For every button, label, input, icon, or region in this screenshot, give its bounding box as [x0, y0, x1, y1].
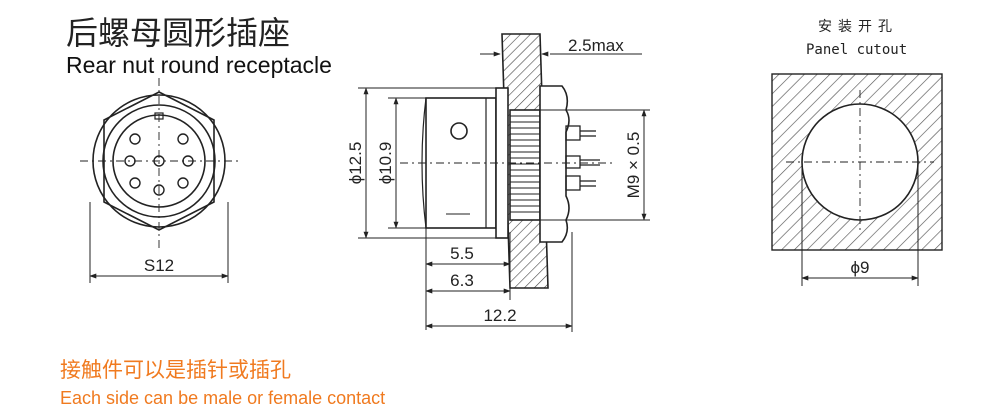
outer-diameter-label: ϕ12.5 [346, 142, 365, 185]
front-view [80, 78, 238, 283]
panel-cutout-title-english: Panel cutout [806, 42, 908, 58]
thread-label: M9 × 0.5 [624, 132, 643, 199]
title-english: Rear nut round receptacle [66, 52, 332, 78]
side-dimensions [358, 51, 650, 332]
thread-lines [510, 115, 540, 213]
solder-cup [565, 125, 581, 141]
contact-pin [153, 184, 165, 196]
panel-cutout-title-chinese: 安装开孔 [818, 19, 898, 35]
panel-cutout-view [771, 73, 943, 286]
panel-max-label: 2.5max [568, 36, 624, 55]
s12-label: S12 [144, 256, 174, 275]
contact-note-english: Each side can be male or female contact [60, 388, 386, 408]
title-chinese: 后螺母圆形插座 [66, 14, 291, 52]
cutout-center-lines [786, 90, 934, 234]
length-total-label: 12.2 [483, 306, 516, 325]
contact-pin [129, 177, 141, 189]
cutout-dimension [801, 162, 919, 286]
side-view [358, 33, 650, 332]
solder-cup [565, 175, 581, 191]
contact-note-chinese: 接触件可以是插针或插孔 [60, 358, 291, 382]
contact-pins [124, 133, 194, 196]
s12-dimension [89, 202, 229, 283]
contact-pin [129, 133, 141, 145]
solder-cup [565, 155, 581, 169]
contact-pin [177, 133, 189, 145]
inner-diameter-label: ϕ10.9 [376, 142, 395, 185]
rear-nut [539, 85, 570, 243]
length-a-label: 5.5 [450, 244, 474, 263]
length-b-label: 6.3 [450, 271, 474, 290]
cutout-diameter-label: ϕ9 [851, 258, 870, 277]
latch-hole [450, 122, 468, 140]
front-center-lines [80, 78, 238, 248]
solder-cups [565, 125, 600, 191]
contact-pin [177, 177, 189, 189]
threaded-section [509, 109, 541, 221]
